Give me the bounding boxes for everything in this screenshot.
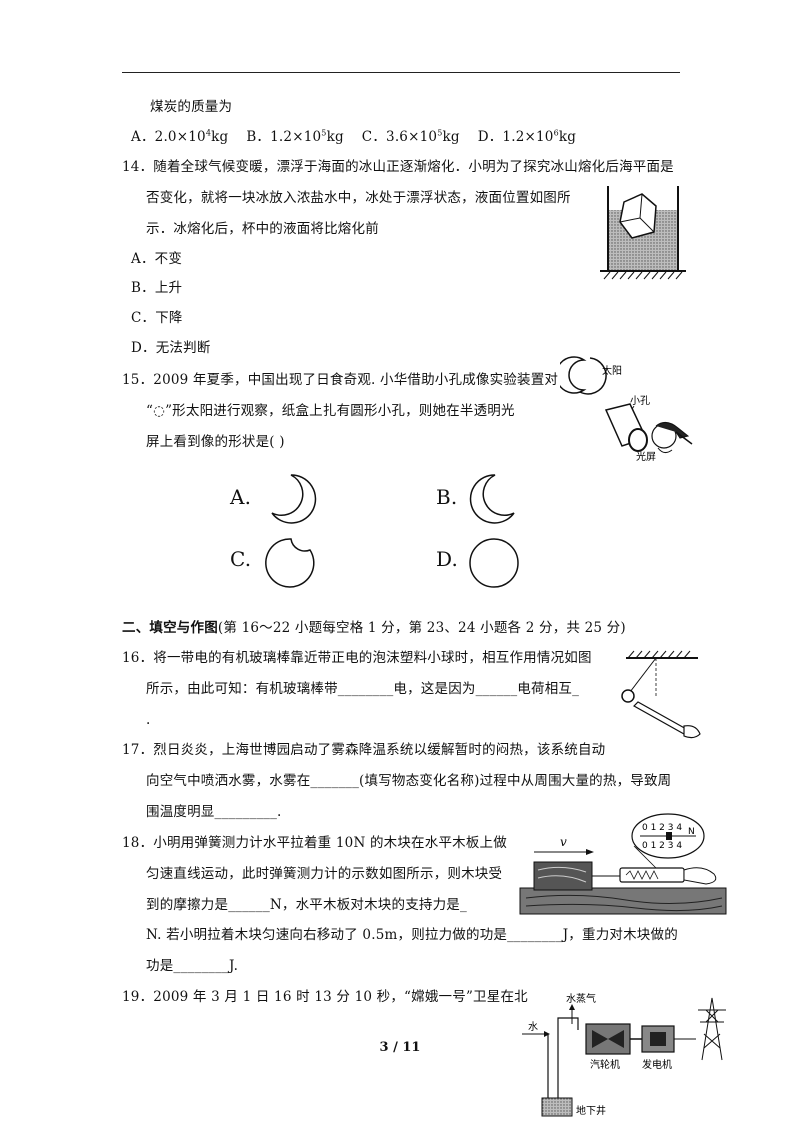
q16-line-2: 所示，由此可知：有机玻璃棒带________电，这是因为______电荷相互_ bbox=[146, 681, 580, 697]
crescent-sun-icon bbox=[560, 356, 587, 394]
charged-rod-figure bbox=[621, 650, 701, 739]
q15-line-2: “◌”形太阳进行观察，纸盒上扎有圆形小孔，则她在半透明光 bbox=[146, 403, 515, 419]
section-2-scoring: (第 16～22 小题每空格 1 分，第 23、24 小题各 2 分，共 25 … bbox=[217, 620, 626, 636]
q18-line-4: N. 若小明拉着木块匀速向右移动了 0.5m，则拉力做的功是________J，… bbox=[146, 927, 678, 943]
q15-option-d-shape bbox=[469, 538, 519, 588]
page-number: 3 / 11 bbox=[379, 1040, 421, 1055]
q15-option-a-label: A. bbox=[230, 485, 252, 509]
spring-scale-figure: v 0 1 2 3 4 0 1 2 3 4 N bbox=[519, 813, 727, 915]
q17-line-1: 17．烈日炎炎，上海世博园启动了雾森降温系统以缓解暂时的闷热，该系统自动 bbox=[122, 742, 606, 758]
power-tower-icon bbox=[698, 997, 726, 1061]
q13-option-d: D．1.2×106kg bbox=[477, 128, 577, 145]
q19-line-1: 19．2009 年 3 月 1 日 16 时 13 分 10 秒，“嫦娥一号”卫… bbox=[122, 989, 528, 1005]
ice-beaker-figure bbox=[600, 186, 686, 280]
glass-rod bbox=[633, 701, 689, 735]
q15-option-a-shape bbox=[271, 474, 317, 524]
q14-option-d: D．无法判断 bbox=[131, 340, 211, 356]
q15-option-b-label: B. bbox=[436, 485, 458, 509]
label-steam: 水蒸气 bbox=[566, 992, 596, 1005]
screen-circle bbox=[628, 428, 648, 452]
q15-line-1: 15．2009 年夏季，中国出现了日食奇观. 小华借助小孔成像实验装置对 bbox=[122, 372, 559, 388]
q14-option-b: B．上升 bbox=[131, 280, 183, 296]
q13-option-a: A．2.0×104kg bbox=[131, 128, 229, 145]
q13-stem-tail: 煤炭的质量为 bbox=[150, 99, 233, 115]
q17-line-2: 向空气中喷洒水雾，水雾在_______(填写物态变化名称)过程中从周围大量的热，… bbox=[146, 773, 672, 789]
q16-line-1: 16．将一带电的有机玻璃棒靠近带正电的泡沫塑料小球时，相互作用情况如图 bbox=[122, 650, 592, 666]
header-rule bbox=[122, 72, 680, 73]
label-hole: 小孔 bbox=[630, 395, 650, 407]
q17-line-3: 围温度明显_________. bbox=[146, 804, 282, 820]
label-turbine: 汽轮机 bbox=[590, 1058, 620, 1071]
q13-option-c: C．3.6×105kg bbox=[361, 128, 460, 145]
q15-line-3: 屏上看到像的形状是( ) bbox=[146, 434, 285, 450]
q15-option-d-label: D. bbox=[436, 547, 459, 571]
q13-options: A．2.0×104kg B．1.2×105kg C．3.6×105kg D．1.… bbox=[131, 128, 576, 146]
q18-line-2: 匀速直线运动，此时弹簧测力计的示数如图所示，则木块受 bbox=[146, 866, 503, 882]
q14-line-1: 14．随着全球气候变暖，漂浮于海面的冰山正逐渐熔化．小明为了探究冰山熔化后海平面… bbox=[122, 159, 674, 175]
label-well: 地下井 bbox=[576, 1104, 606, 1117]
q14-line-2: 否变化，就将一块冰放入浓盐水中，冰处于漂浮状态，液面位置如图所 bbox=[146, 190, 571, 206]
q18-line-5: 功是________J. bbox=[146, 958, 239, 974]
hand-icon bbox=[683, 725, 701, 739]
pinhole-figure: 太阳 小孔 光屏 bbox=[560, 356, 693, 462]
label-sun: 太阳 bbox=[602, 364, 622, 377]
q15-option-c-label: C. bbox=[230, 547, 252, 571]
q14-option-a: A．不变 bbox=[131, 251, 183, 267]
q15-option-c-shape bbox=[265, 538, 315, 588]
hand-icon bbox=[683, 867, 717, 885]
label-generator: 发电机 bbox=[642, 1058, 672, 1071]
scale-unit: N bbox=[688, 827, 695, 837]
q14-line-3: 示．冰熔化后，杯中的液面将比熔化前 bbox=[146, 221, 379, 237]
label-water: 水 bbox=[528, 1021, 538, 1033]
q15-options: A. B. C. D. bbox=[230, 470, 530, 590]
q18-line-1: 18．小明用弹簧测力计水平拉着重 10N 的木块在水平木板上做 bbox=[122, 835, 507, 851]
velocity-label: v bbox=[560, 835, 567, 849]
scale-bottom-numbers: 0 1 2 3 4 bbox=[642, 841, 682, 851]
section-2-title: 二、填空与作图 bbox=[122, 620, 218, 636]
wooden-board bbox=[519, 887, 727, 915]
section-2-heading: 二、填空与作图(第 16～22 小题每空格 1 分，第 23、24 小题各 2 … bbox=[122, 619, 626, 637]
underground-well bbox=[541, 1097, 573, 1117]
q13-option-b: B．1.2×105kg bbox=[246, 128, 344, 145]
scale-top-numbers: 0 1 2 3 4 bbox=[642, 823, 682, 833]
label-screen: 光屏 bbox=[636, 450, 656, 462]
q16-line-3: . bbox=[146, 712, 151, 728]
q14-option-c: C．下降 bbox=[131, 310, 183, 326]
q18-line-3: 到的摩擦力是______N，水平木板对木块的支持力是_ bbox=[146, 897, 467, 913]
foam-ball bbox=[621, 689, 635, 703]
q15-option-b-shape bbox=[469, 474, 515, 524]
power-plant-figure: 水蒸气 水 地下井 汽轮机 发电机 bbox=[522, 992, 726, 1117]
